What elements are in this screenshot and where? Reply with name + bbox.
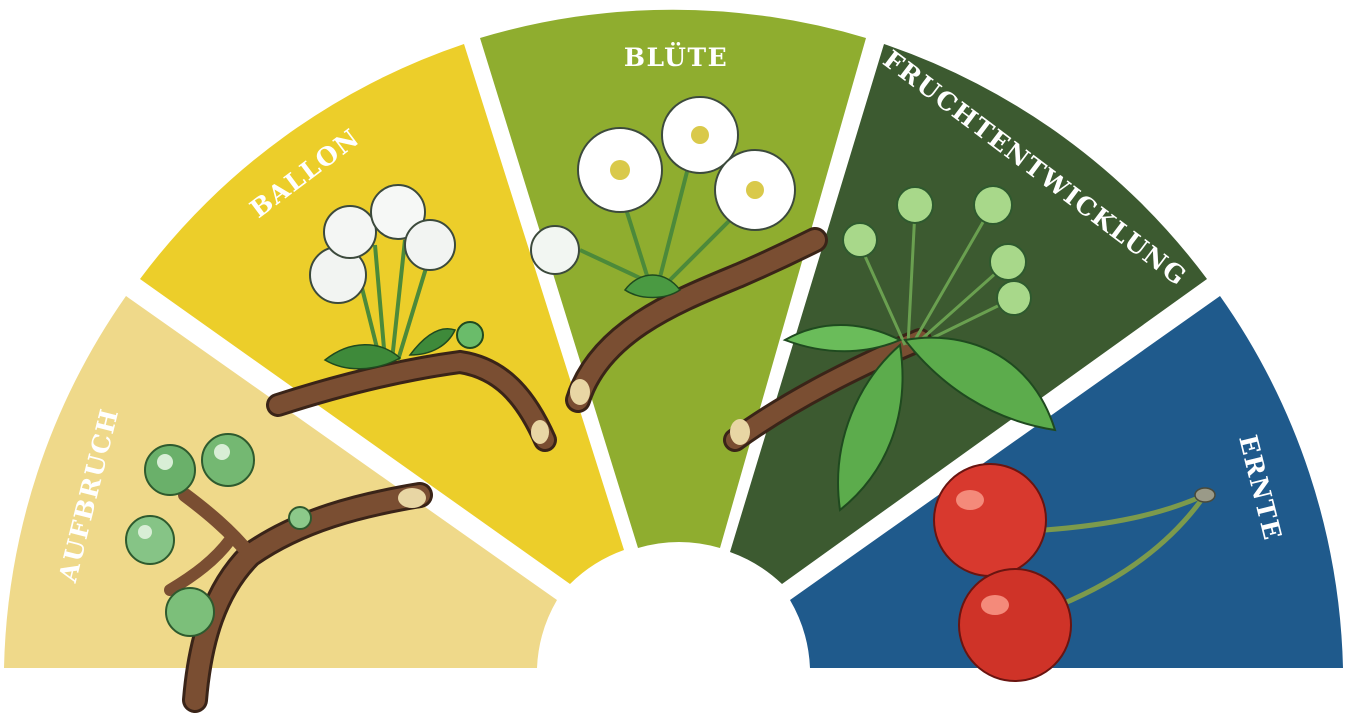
cherry-2 — [959, 569, 1071, 681]
segment-bluete-label: BLÜTE — [624, 43, 728, 72]
blossom-3 — [715, 150, 795, 230]
cherry-1 — [934, 464, 1046, 576]
blossom-1 — [578, 128, 662, 212]
